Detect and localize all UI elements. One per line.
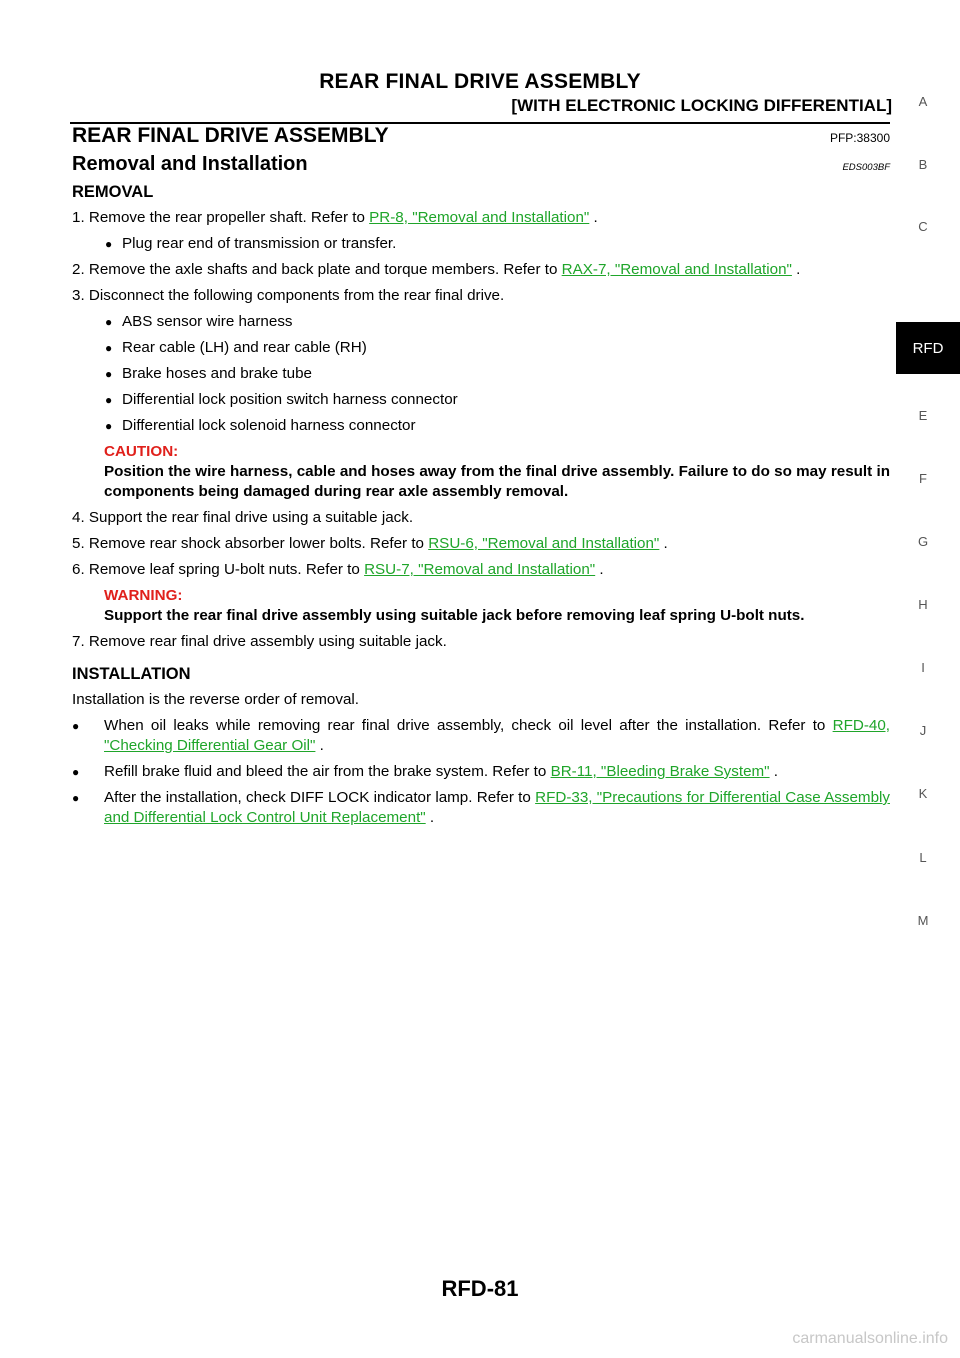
warning-text: Support the rear final drive assembly us…: [104, 607, 805, 624]
installation-heading: INSTALLATION: [72, 665, 191, 683]
page-header-subtitle: [WITH ELECTRONIC LOCKING DIFFERENTIAL]: [511, 96, 892, 115]
section-code: PFP:38300: [829, 131, 890, 145]
caution-label: CAUTION:: [104, 443, 179, 460]
bullet-dot-icon: ●: [105, 393, 113, 407]
watermark-text: carmanualsonline.info: [792, 1330, 948, 1347]
list-item: ● Plug rear end of transmission or trans…: [105, 235, 397, 252]
main-content: REAR FINAL DRIVE ASSEMBLY PFP:38300 Remo…: [72, 124, 890, 828]
list-item: ● Refill brake fluid and bleed the air f…: [72, 763, 779, 780]
side-index-f[interactable]: F: [919, 471, 927, 486]
section-heading-row: REAR FINAL DRIVE ASSEMBLY PFP:38300: [72, 124, 890, 148]
list-item: ● Differential lock position switch harn…: [105, 391, 458, 408]
warning-block: WARNING: Support the rear final drive as…: [72, 586, 890, 626]
bullet-dot-icon: ●: [105, 341, 113, 355]
section-title: REAR FINAL DRIVE ASSEMBLY: [72, 124, 389, 147]
removal-step-1: 1. Remove the rear propeller shaft. Refe…: [72, 209, 598, 226]
side-index-a[interactable]: A: [918, 94, 928, 109]
header-divider: [70, 122, 890, 124]
subsection-code: EDS003BF: [842, 162, 890, 173]
bullet-dot-icon: ●: [72, 719, 80, 733]
removal-step-6: 6. Remove leaf spring U-bolt nuts. Refer…: [72, 561, 604, 578]
subsection-title: Removal and Installation: [72, 153, 308, 175]
link-pr-8[interactable]: PR-8, "Removal and Installation": [369, 209, 590, 226]
link-rsu-7[interactable]: RSU-7, "Removal and Installation": [364, 561, 596, 578]
removal-heading: REMOVAL: [72, 183, 154, 201]
side-index-j[interactable]: J: [919, 723, 927, 738]
bullet-dot-icon: ●: [72, 791, 80, 805]
link-rax-7[interactable]: RAX-7, "Removal and Installation": [561, 261, 792, 278]
caution-text: Position the wire harness, cable and hos…: [104, 463, 890, 500]
caution-block: CAUTION: Position the wire harness, cabl…: [72, 442, 890, 502]
bullet-dot-icon: ●: [105, 315, 113, 329]
installation-intro: Installation is the reverse order of rem…: [72, 691, 360, 708]
removal-step-5: 5. Remove rear shock absorber lower bolt…: [72, 535, 668, 552]
side-index-b[interactable]: B: [918, 157, 928, 172]
list-item: ● Brake hoses and brake tube: [105, 365, 312, 382]
side-index-c[interactable]: C: [918, 219, 928, 234]
list-item: ● When oil leaks while removing rear fin…: [72, 717, 890, 754]
removal-step-3: 3. Disconnect the following components f…: [72, 287, 505, 304]
link-rfd-33[interactable]: RFD-33, "Precautions for Differential Ca…: [104, 789, 890, 826]
side-index-m[interactable]: M: [917, 913, 929, 928]
side-index-i[interactable]: I: [921, 660, 925, 675]
list-item: ● Rear cable (LH) and rear cable (RH): [105, 339, 367, 356]
subsection-heading-row: Removal and Installation EDS003BF: [72, 154, 890, 178]
removal-step-4: 4. Support the rear final drive using a …: [72, 509, 414, 526]
side-index-l[interactable]: L: [919, 850, 927, 865]
link-rsu-6[interactable]: RSU-6, "Removal and Installation": [428, 535, 660, 552]
removal-step-2: 2. Remove the axle shafts and back plate…: [72, 261, 801, 278]
list-item: ● Differential lock solenoid harness con…: [105, 417, 416, 434]
list-item: ● After the installation, check DIFF LOC…: [72, 789, 890, 826]
page-number: RFD-81: [441, 1276, 519, 1301]
bullet-dot-icon: ●: [105, 237, 113, 251]
bullet-dot-icon: ●: [105, 419, 113, 433]
bullet-dot-icon: ●: [72, 765, 80, 779]
side-index-rfd-tab[interactable]: RFD: [896, 322, 960, 374]
page-header-title: REAR FINAL DRIVE ASSEMBLY: [319, 70, 641, 93]
side-index-e[interactable]: E: [918, 408, 928, 423]
side-index-k[interactable]: K: [918, 786, 928, 801]
removal-step-7: 7. Remove rear final drive assembly usin…: [72, 633, 447, 650]
side-index-h[interactable]: H: [918, 597, 928, 612]
list-item: ● ABS sensor wire harness: [105, 313, 293, 330]
warning-label: WARNING:: [104, 587, 183, 604]
bullet-dot-icon: ●: [105, 367, 113, 381]
link-br-11[interactable]: BR-11, "Bleeding Brake System": [550, 763, 770, 780]
link-rfd-40[interactable]: RFD-40, "Checking Differential Gear Oil": [104, 717, 890, 754]
side-index-g[interactable]: G: [917, 534, 929, 549]
